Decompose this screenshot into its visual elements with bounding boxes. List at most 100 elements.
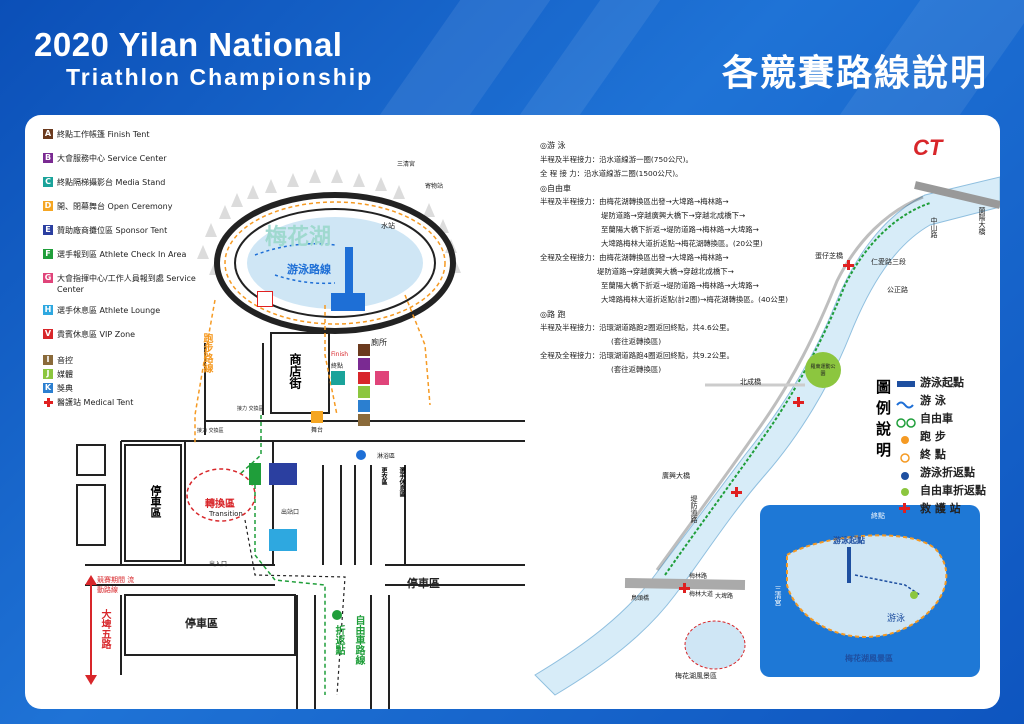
swim-turn-legend-item: 游泳折返點 [920,464,975,480]
legend-label: 獎典 [57,384,73,393]
zone-d-marker [311,411,323,423]
legend-key: J [43,369,53,379]
road-meilin-blvd: 梅林大道 [689,591,714,598]
bath-label: 淋浴區 [377,453,396,460]
bike-route-line-8: 大埤路梅林大道折返點(計2圈)→梅花湖轉換區。(40公里) [601,295,789,304]
finish-label: Finish [331,351,349,358]
zone-j-marker [358,386,370,398]
map-legend-label: 游 泳 [920,394,946,407]
zone-e-marker [269,463,297,485]
zone-g-marker [375,371,389,385]
water-station-label: 水站 [381,222,395,230]
road-embankment: 堤防道路 [690,495,698,523]
map-legend-label: 游泳起點 [920,376,964,389]
bike-route-label: 自由車路線 [353,615,364,665]
zone-v-marker [358,372,370,384]
organizer-logo: CT [913,135,943,160]
swim-route-line-2: 全 程 接 力：沿水道線游二圈(1500公尺)。 [540,169,683,178]
map-legend-label: 終 點 [920,448,946,461]
run-route-line-3: 全程及全程接力：沿環湖道路跑4圈返回終點，共9.2公里。 [540,351,734,360]
zone-f-marker [249,463,261,485]
run-route-line-2: (套往返轉換區) [611,337,662,346]
stage-label: 舞台 [311,427,324,434]
zone-k-marker [358,400,370,412]
relay-zone-2: 接力 交換區 [197,428,224,434]
entrance-label: 出入口 [209,561,228,568]
page-title: 各競賽路線說明 [721,53,988,94]
legend-item: H 選手休息區 Athlete Lounge [43,305,223,316]
road-zhongshan: 中山路 [930,217,938,238]
event-title: 2020 Yilan National [34,26,343,63]
shop-street-label: 商店街 [288,353,302,389]
swim-route-line-1: 半程及半程接力：沿水道線游一圈(750公尺)。 [540,155,693,164]
scenic-area-label: 梅花湖風景區 [675,672,717,680]
legend-item: D 開、閉幕舞台 Open Ceremony [43,201,223,212]
map-legend-title: 圖例說明 [874,379,892,463]
legend-label: 大會指揮中心/工作人員報到處 Service Center [57,274,196,294]
legend-label: 終點隔梯攝影台 Media Stand [57,178,166,187]
road-niaotou: 鳥頭橋 [631,595,650,602]
legend-label: 選手休息區 Athlete Lounge [57,306,161,315]
run-route-line-4: (套往返轉換區) [611,365,662,374]
finish-cn-label: 終點 [331,363,344,370]
road-renai: 仁愛路三段 [871,258,906,266]
medical-tent-marker [257,291,273,307]
legend-key: D [43,201,53,211]
transition-en-label: Transition [209,510,243,518]
map-legend-label: 游泳折返點 [920,466,975,479]
temple-label: 三清宮 [397,161,416,168]
legend-label: 音控 [57,356,73,365]
swim-legend-item: 游 泳 [920,392,946,408]
transition-label: 轉換區 [205,499,235,510]
restricted-label: 競賽期間 流動路線 [97,576,135,594]
bridge-lanyang: 蘭陽大橋 [978,207,986,235]
toilet-label: 廁所 [371,338,387,347]
lake-name: 梅花湖 [265,225,332,250]
road-gongzheng: 公正路 [887,286,908,294]
legend-key: G [43,273,53,283]
medical-cross-icon [43,397,53,407]
legend-label: 選手報到區 Athlete Check In Area [57,250,187,259]
legend-label: 開、閉幕舞台 Open Ceremony [57,202,173,211]
bridge-beicheng: 北成橋 [740,378,761,386]
bike-route-line-6: 堤防道路→穿越廣興大橋→穿越北成橋下→ [597,267,734,276]
relay-zone-1: 接力 交換區 [237,406,264,412]
bike-route-line-1: 半程及半程接力：由梅花湖轉換區出發→大埤路→梅林路→ [540,197,729,206]
swim-start-legend-item: 游泳起點 [920,374,964,390]
zone-h-marker [269,529,297,551]
parking-bottom-label: 停車區 [185,617,218,630]
map-legend-label: 跑 步 [920,430,946,443]
bike-route-line-7: 至蘭陽大橋下折返→堤防道路→梅林路→大埤路→ [601,281,759,290]
bridge-guangxing: 廣興大橋 [662,472,690,480]
lounge-label: 選手休息區 [398,467,405,497]
legend-item: 醫護站 Medical Tent [43,397,223,408]
road-meilin: 梅林路 [689,573,708,580]
inset-swim: 游泳 [887,614,906,624]
legend-key: F [43,249,53,259]
zone-a-marker [358,344,370,356]
run-route-line-1: 半程及半程接力：沿環湖道路跑2圈返回終點，共4.6公里。 [540,323,734,332]
event-subtitle: Triathlon Championship [66,64,374,90]
bike-legend-item: 自由車 [920,410,953,426]
zone-c-marker [331,371,345,385]
legend-key: B [43,153,53,163]
run-legend-item: 跑 步 [920,428,946,444]
legend-item: F 選手報到區 Athlete Check In Area [43,249,223,260]
bike-route-line-2: 堤防道路→穿越廣興大橋下→穿越北成橋下→ [601,211,746,220]
bike-route-line-4: 大埤路梅林大道折返點→梅花湖轉換區。(20公里) [601,239,763,248]
parking-right-label: 停車區 [407,577,440,590]
legend-label: 終點工作帳篷 Finish Tent [57,130,150,139]
legend-key: H [43,305,53,315]
legend-key: E [43,225,53,235]
map-legend-label: 自由車折返點 [920,484,986,497]
road-name-label: 大埤五路 [99,609,110,649]
finish-legend-item: 終 點 [920,446,946,462]
road-dapi: 大埤路 [715,593,734,600]
exit-label: 出站口 [281,509,300,516]
bike-route-line-3: 至蘭陽大橋下折返→堤防道路→梅林路→大埤路→ [601,225,759,234]
turn-point-label: 折返點 [333,625,344,655]
